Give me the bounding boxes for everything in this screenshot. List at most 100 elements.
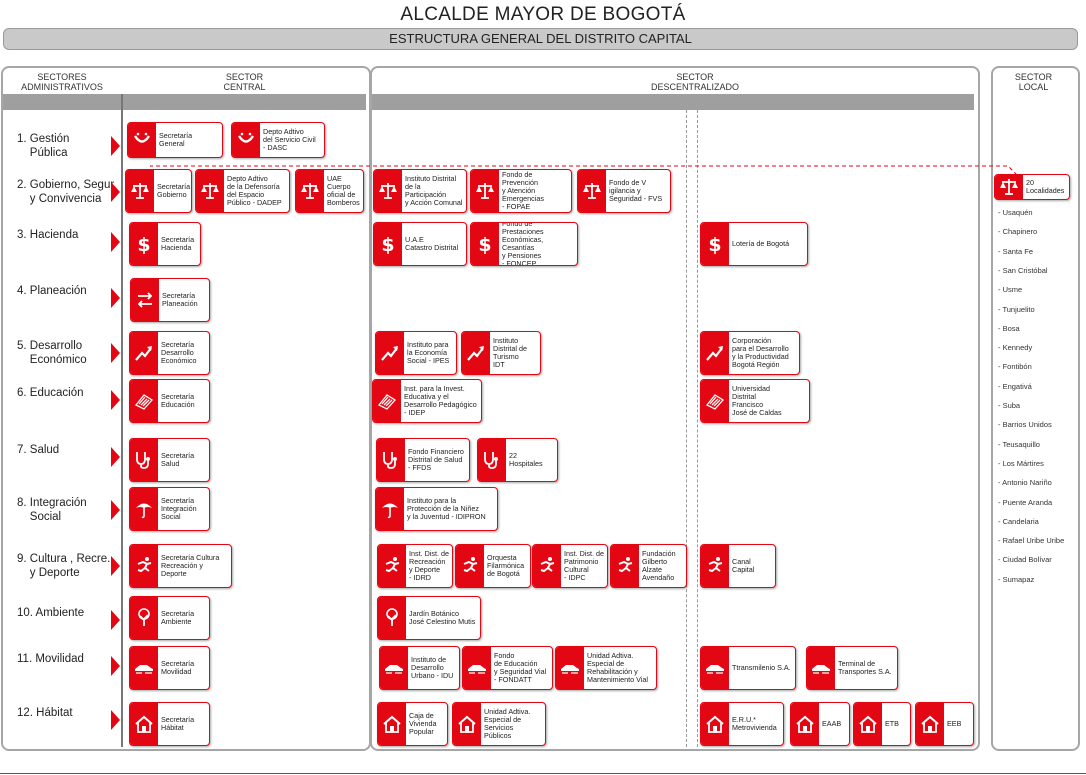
arrows-icon	[131, 279, 159, 321]
sector-arrow-icon	[111, 447, 120, 467]
smiley-icon	[128, 123, 156, 157]
house-icon	[916, 703, 944, 745]
dollar-icon	[471, 223, 499, 265]
sector-arrow-icon	[111, 182, 120, 202]
entity-label: Secretaría General	[159, 131, 193, 148]
sector-label: 2. Gobierno, Segur. y Convivencia	[17, 179, 117, 205]
header-descentralizado: SECTOR DESCENTRALIZADO	[650, 72, 739, 92]
entity-box: Ttransmilenio S.A.	[700, 646, 796, 690]
entity-label: Instituto Distrital de la Participación …	[405, 174, 463, 207]
entity-label: Inst. Dist. de Patrimonio Cultural - IDP…	[564, 549, 604, 582]
trend-icon	[701, 332, 729, 374]
runner-icon	[533, 545, 561, 587]
runner-icon	[456, 545, 484, 587]
entity-label: 20 Localidades	[1026, 178, 1065, 195]
scales-icon	[578, 170, 606, 212]
sector-label: 4. Planeación	[17, 285, 87, 297]
entity-label: Unidad Adtiva. Especial de Rehabilitació…	[587, 651, 648, 684]
entity-box: Secretaría Salud	[129, 438, 210, 482]
localidad-item: - Suba	[998, 401, 1021, 410]
localidad-item: - Santa Fe	[998, 246, 1034, 256]
entity-box: Secretaría Desarrollo Económico	[129, 331, 210, 375]
localidades-connector	[150, 165, 1017, 175]
scales-icon	[995, 175, 1023, 199]
entity-label: Secretaría Hábitat	[161, 715, 195, 732]
entity-box: Secretaría Integración Social	[129, 487, 210, 531]
car-icon	[463, 647, 491, 689]
entity-box: Depto Adtivo del Servicio Civil - DASC	[231, 122, 325, 158]
entity-box: Inst. Dist. de Patrimonio Cultural - IDP…	[532, 544, 608, 588]
entity-label: Secretaría Salud	[161, 451, 195, 468]
trend-icon	[130, 332, 158, 374]
entity-label: EEB	[947, 719, 962, 728]
entity-label: Fondo de Prestaciones Económicas, Cesant…	[502, 222, 544, 266]
sector-label: 7. Salud	[17, 444, 60, 456]
umbrella-icon	[376, 488, 404, 530]
entity-label: Fondo Financiero Distrital de Salud - FF…	[408, 447, 464, 472]
stethoscope-icon	[377, 439, 405, 481]
entity-box: Orquesta Filarmónica de Bogotá	[455, 544, 531, 588]
entity-box: Fondo Financiero Distrital de Salud - FF…	[376, 438, 470, 482]
sector-label: 6. Educación	[17, 387, 84, 399]
umbrella-icon	[130, 488, 158, 530]
entity-box: Secretaría Ambiente	[129, 596, 210, 640]
header-central: SECTOR CENTRAL	[223, 72, 266, 92]
entity-box: Fondo de V igilancia y Seguridad - FVS	[577, 169, 671, 213]
scales-icon	[196, 170, 224, 212]
entity-box: Secretaría Cultura Recreación y Deporte	[129, 544, 232, 588]
house-icon	[791, 703, 819, 745]
entity-box: Unidad Adtiva. Especial de Servicios Púb…	[452, 702, 546, 746]
house-icon	[854, 703, 882, 745]
header-sectores: SECTORES ADMINISTRATIVOS	[21, 72, 103, 92]
dollar-icon	[374, 223, 402, 265]
smiley-icon	[232, 123, 260, 157]
entity-label: Corporación para el Desarrollo y la Prod…	[732, 336, 789, 369]
entity-label: UAE Cuerpo oficial de Bomberos	[327, 174, 360, 207]
car-icon	[130, 647, 158, 689]
entity-label: Secretaría Cultura Recreación y Deporte	[161, 553, 220, 578]
entity-box: Secretaría General	[127, 122, 223, 158]
house-icon	[701, 703, 729, 745]
entity-label: Fondo de V igilancia y Seguridad - FVS	[609, 178, 663, 203]
sector-arrow-icon	[111, 232, 120, 252]
runner-icon	[378, 545, 406, 587]
scales-icon	[296, 170, 324, 212]
localidad-item: - Los Mártires	[998, 458, 1044, 468]
entity-box: U.A.E Catastro Distrital	[373, 222, 467, 266]
localidad-item: - Usaquén	[998, 208, 1033, 217]
header-bar-central	[123, 94, 366, 110]
entity-label: Secretaría Gobierno	[157, 182, 191, 199]
entity-label: Secretaría Educación	[161, 392, 195, 409]
sector-arrow-icon	[111, 610, 120, 630]
stethoscope-icon	[478, 439, 506, 481]
sector-label: 5. Desarrollo Económico	[17, 340, 87, 366]
localidad-item: - Kennedy	[998, 343, 1033, 353]
localidad-item: - Tunjuelito	[998, 304, 1035, 314]
sector-label: 11. Movilidad	[17, 653, 84, 665]
car-icon	[701, 647, 729, 689]
entity-box: Universidad Distrital Francisco José de …	[700, 379, 810, 423]
house-icon	[378, 703, 406, 745]
entity-label: E.R.U.* Metrovivienda	[732, 715, 777, 732]
header-bar-sectores	[3, 94, 121, 110]
entity-label: Instituto de Desarrollo Urbano - IDU	[411, 655, 454, 680]
car-icon	[807, 647, 835, 689]
localidad-item: - Ciudad Bolívar	[998, 555, 1052, 565]
dollar-icon	[701, 223, 729, 265]
entity-box: Unidad Adtiva. Especial de Rehabilitació…	[555, 646, 657, 690]
localidad-item: - Fontibón	[998, 362, 1032, 372]
scales-icon	[471, 170, 499, 212]
entity-box: 20 Localidades	[994, 174, 1070, 200]
entity-label: Secretaría Desarrollo Económico	[161, 340, 197, 365]
entity-label: Instituto Distrital de Turismo IDT	[493, 336, 527, 369]
entity-box: Instituto Distrital de la Participación …	[373, 169, 467, 213]
dashed-separator	[697, 110, 698, 747]
entity-label: EAAB	[822, 719, 842, 728]
localidad-item: - Bosa	[998, 323, 1020, 333]
entity-box: Fondo de Prevención y Atención Emergenci…	[470, 169, 572, 213]
entity-box: Caja de Vivienda Popular	[377, 702, 448, 746]
entity-box: Secretaría Gobierno	[125, 169, 192, 213]
bottom-rule	[0, 773, 1086, 774]
scales-icon	[374, 170, 402, 212]
scales-icon	[126, 170, 154, 212]
